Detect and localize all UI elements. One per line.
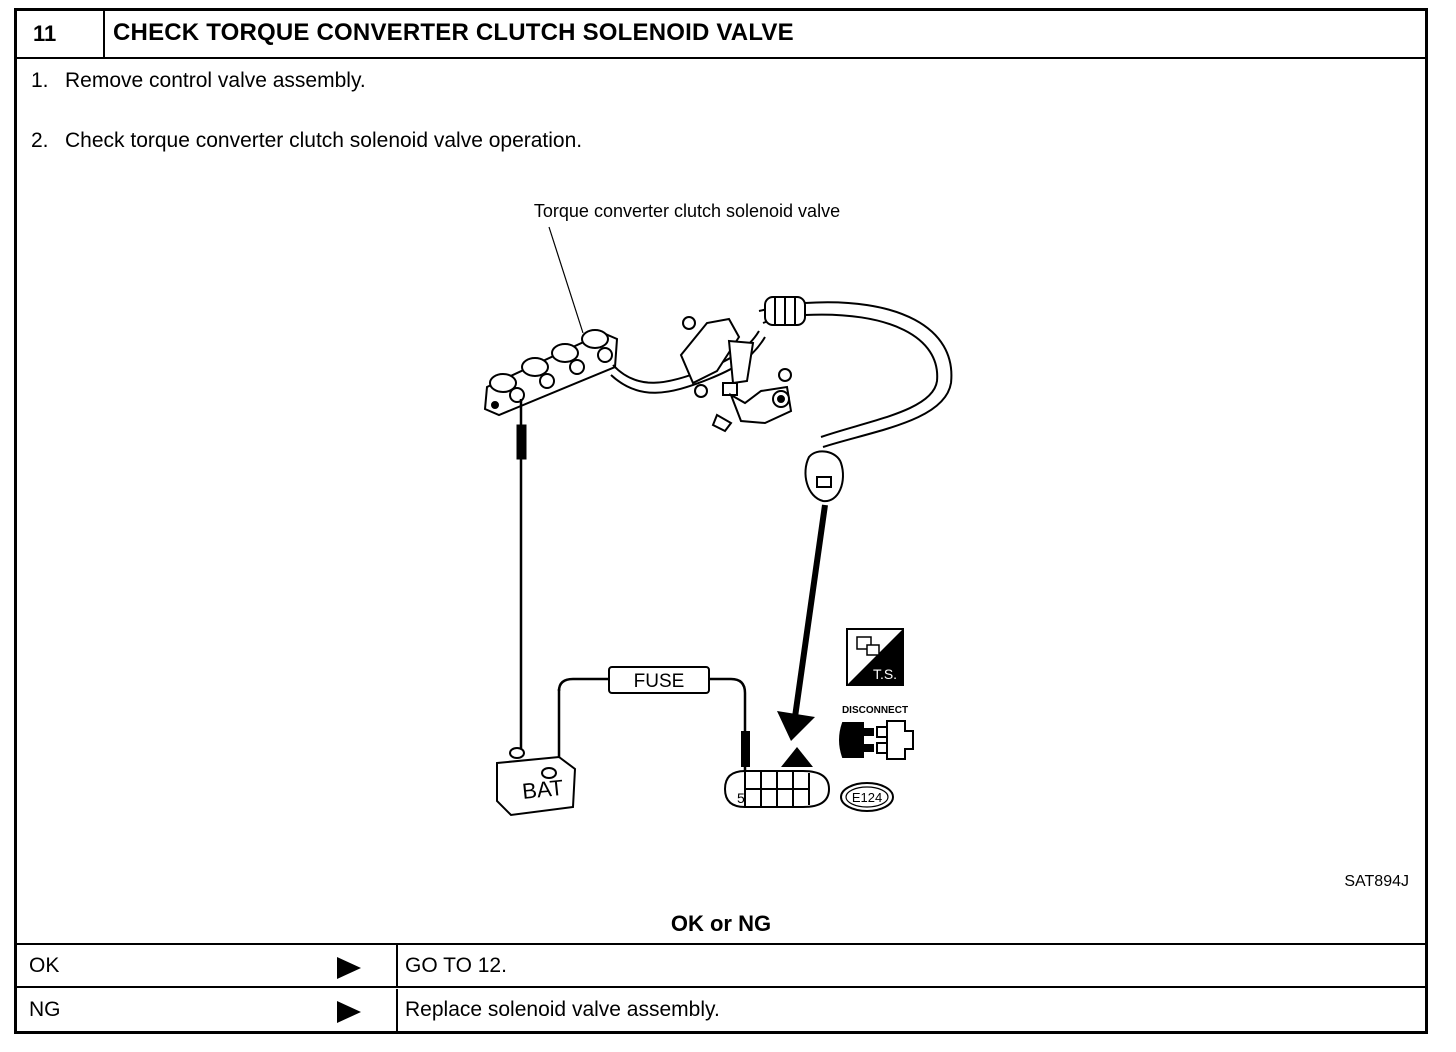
result-table: OK GO TO 12. NG Replace solenoid valve a…: [17, 943, 1425, 1032]
battery-label: BAT: [521, 775, 565, 804]
instruction-number: 2.: [31, 129, 49, 152]
connector-code: E124: [852, 790, 882, 805]
instruction-2: 2. Check torque converter clutch solenoid…: [31, 129, 582, 153]
test-lead-positive: [516, 399, 527, 751]
instruction-1: 1. Remove control valve assembly.: [31, 69, 366, 93]
result-row-ng: NG Replace solenoid valve assembly.: [17, 989, 1425, 1032]
result-label: NG: [29, 998, 61, 1021]
step-number: 11: [17, 11, 105, 57]
callout-leader-line: [548, 226, 584, 334]
solenoid-valve-assembly: [483, 329, 619, 417]
column-divider: [396, 989, 398, 1032]
solenoid-callout-label: Torque converter clutch solenoid valve: [534, 201, 840, 221]
step-header: 11 CHECK TORQUE CONVERTER CLUTCH SOLENOI…: [17, 11, 1425, 59]
ts-label: T.S.: [873, 666, 897, 682]
fuse-label: FUSE: [634, 671, 685, 692]
play-arrow-icon: [337, 1001, 361, 1023]
instruction-text: Remove control valve assembly.: [65, 69, 366, 92]
disconnect-icon: [839, 720, 914, 760]
play-arrow-icon: [337, 957, 361, 979]
result-row-ok: OK GO TO 12.: [17, 945, 1425, 988]
terminal-number: 5: [737, 790, 745, 806]
fuse-wire: [557, 677, 750, 771]
figure-reference-code: SAT894J: [1344, 873, 1409, 890]
instruction-text: Check torque converter clutch solenoid v…: [65, 129, 583, 152]
wiring-harness: [610, 296, 953, 448]
ok-or-ng-label: OK or NG: [670, 911, 772, 936]
column-divider: [396, 945, 398, 986]
result-action: GO TO 12.: [405, 954, 507, 977]
result-label: OK: [29, 954, 60, 977]
step-title: CHECK TORQUE CONVERTER CLUTCH SOLENOID V…: [113, 19, 794, 46]
result-action: Replace solenoid valve assembly.: [405, 998, 720, 1021]
instruction-number: 1.: [31, 69, 49, 92]
solenoid-test-diagram: Torque converter clutch solenoid valve: [483, 201, 953, 817]
fuse-icon: FUSE: [608, 666, 710, 694]
harness-connector-plug: [804, 450, 844, 503]
connector-pointer-arrow: [777, 504, 828, 741]
battery-icon: [496, 689, 577, 817]
connector-code-badge: E124: [840, 782, 894, 812]
disconnect-label: DISCONNECT: [842, 705, 908, 716]
ts-symbol-icon: T.S.: [846, 628, 904, 686]
connector-face: [723, 747, 831, 808]
shift-solenoid-parts: [679, 316, 793, 433]
inspection-procedure-frame: 11 CHECK TORQUE CONVERTER CLUTCH SOLENOI…: [14, 8, 1428, 1034]
